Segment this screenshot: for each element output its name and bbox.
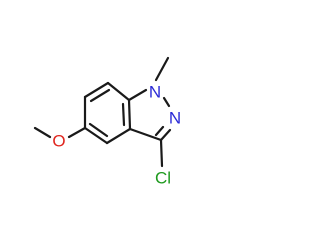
atom-label-n1: N: [149, 83, 161, 102]
bond-c7a-c7: [106, 81, 131, 102]
bond-c3-cl: [159, 138, 164, 168]
bond-c7a-n1: [127, 88, 148, 102]
bond-c5-c4: [83, 126, 109, 145]
bond-n1-methyl: [154, 56, 170, 82]
atom-label-cl: Cl: [155, 169, 171, 188]
bond-c3a-c7a: [127, 98, 132, 131]
bond-c6-o: [67, 126, 87, 139]
bond-n2-c3: [159, 128, 172, 142]
bond-n1-n2: [162, 96, 171, 108]
structure-diagram: N N O Cl: [33, 56, 181, 188]
atom-label-n2: N: [169, 109, 181, 128]
bond-o-methyl: [33, 126, 52, 139]
bond-c4-c3a: [105, 127, 132, 145]
atom-label-o: O: [52, 132, 65, 151]
bond-c3a-c7a-double: [121, 102, 126, 127]
bond-c5-c4-double: [88, 122, 109, 138]
bond-c7-c6-double: [89, 88, 111, 103]
bond-n2-c3-double: [154, 125, 165, 137]
bond-c7-c6: [83, 81, 110, 99]
bond-c3-c3a: [128, 127, 163, 142]
